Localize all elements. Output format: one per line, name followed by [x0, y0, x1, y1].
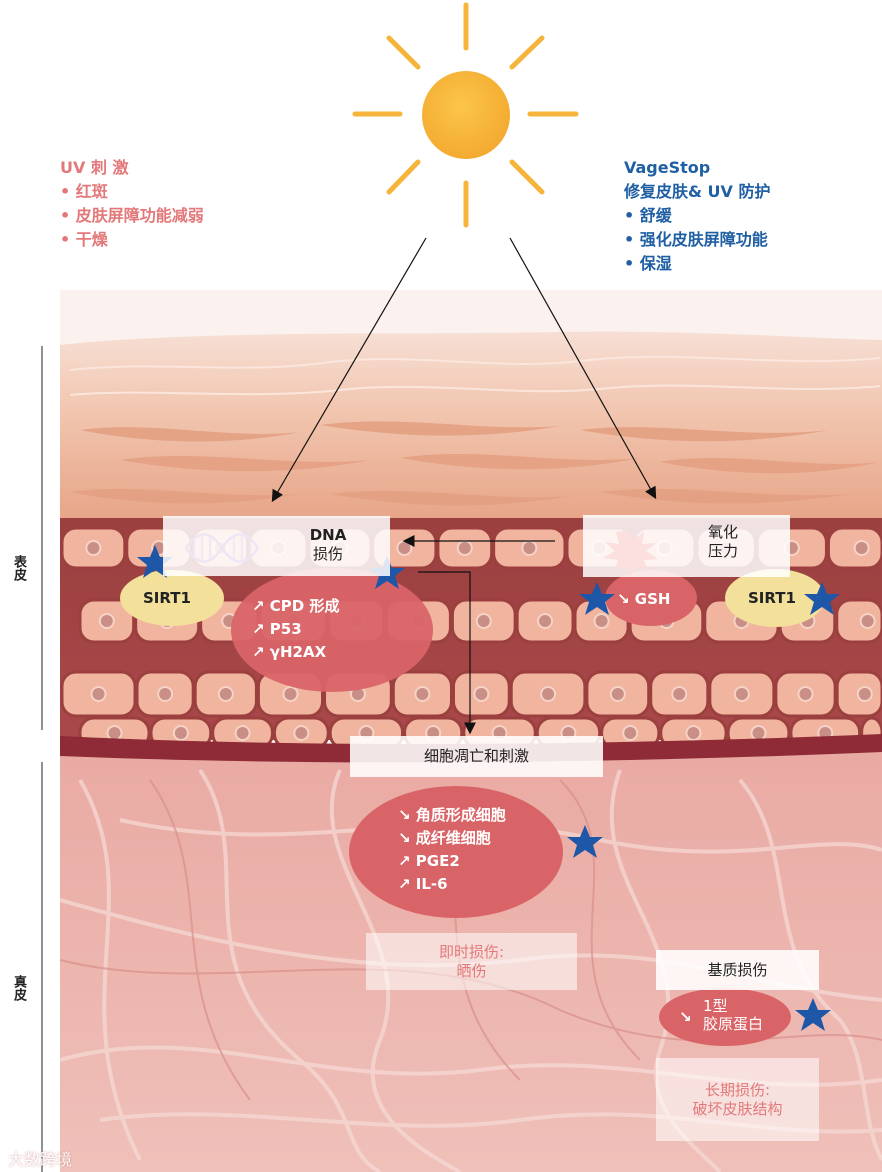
cell-nucleus — [475, 613, 492, 629]
cell-nucleus — [856, 686, 873, 702]
cell-nucleus — [217, 686, 234, 702]
cell-nucleus — [750, 725, 767, 741]
long-term-damage-box: 长期损伤: 破坏皮肤结构 — [656, 1058, 819, 1141]
star-icon — [795, 998, 831, 1031]
collagen-line2: 胶原蛋白 — [703, 1015, 764, 1033]
uv-arrow-to-oxidative — [509, 237, 657, 500]
watermark: 大数跨境 — [8, 1150, 73, 1169]
cell-nucleus — [98, 613, 115, 629]
cell-nucleus — [671, 686, 688, 702]
dna-marker-item: ↗ P53 — [252, 620, 302, 638]
matrix-damage-box: 基质损伤 — [656, 950, 819, 990]
dermis-marker-list: ↘ 角质形成细胞 ↘ 成纤维细胞 ↗ PGE2 ↗ IL-6 — [398, 804, 506, 896]
vagestop-benefit-item: • 强化皮肤屏障功能 — [624, 230, 768, 249]
dermis-marker-oval — [349, 786, 563, 918]
epidermis-label: 表皮 — [11, 555, 26, 581]
cell-nucleus — [859, 613, 876, 629]
collagen-label: 1型 胶原蛋白 — [703, 997, 763, 1033]
dermis-marker-item: ↘ 角质形成细胞 — [398, 806, 506, 824]
vagestop-title: VageStop — [624, 158, 711, 177]
dna-marker-list: ↗ CPD 形成 ↗ P53 ↗ γH2AX — [252, 595, 339, 664]
oxidative-stress-box: 氧化 压力 — [583, 515, 790, 577]
uv-arrow-to-dna — [271, 237, 427, 503]
long-term-damage-line1: 长期损伤: — [704, 1080, 771, 1099]
cell-nucleus — [414, 686, 431, 702]
sun-icon — [352, 2, 579, 228]
cell-nucleus — [537, 613, 554, 629]
uv-effect-item: • 红斑 — [60, 182, 108, 201]
oxidative-stress-line2: 压力 — [707, 542, 738, 560]
cell-nucleus — [172, 725, 189, 741]
dna-marker-oval — [231, 568, 433, 692]
cell-nucleus — [473, 686, 490, 702]
cell-nucleus — [540, 686, 557, 702]
immediate-damage-line1: 即时损伤: — [438, 942, 505, 961]
sirt1-left-label: SIRT1 — [143, 589, 191, 607]
dermis-label: 真皮 — [11, 975, 26, 1001]
cell-nucleus — [396, 540, 413, 556]
apoptosis-label: 细胞凋亡和刺激 — [423, 747, 529, 765]
star-icon — [579, 582, 615, 615]
collagen-oval — [659, 988, 791, 1046]
dna-to-apoptosis-arrow — [418, 571, 476, 735]
uv-stimulus-title: UV 刺 激 — [60, 158, 129, 177]
uv-effect-item: • 皮肤屏障功能减弱 — [60, 206, 204, 225]
cell-nucleus — [685, 725, 702, 741]
gsh-oval — [605, 570, 697, 626]
star-icon — [804, 582, 840, 615]
long-term-damage-line2: 破坏皮肤结构 — [692, 1099, 783, 1118]
cell-nucleus — [797, 686, 814, 702]
cell-nucleus — [622, 725, 639, 741]
vagestop-benefit-item: • 舒缓 — [624, 206, 672, 225]
sirt1-left-oval — [120, 570, 224, 626]
immediate-damage-box: 即时损伤: 晒伤 — [366, 933, 577, 990]
epidermal-cell — [835, 598, 882, 644]
cell-nucleus — [85, 540, 102, 556]
apoptosis-box: 细胞凋亡和刺激 — [350, 736, 603, 777]
uv-effect-item: • 干燥 — [60, 230, 108, 249]
dna-marker-item: ↗ CPD 形成 — [252, 597, 340, 615]
cell-nucleus — [106, 725, 123, 741]
vagestop-block: VageStop 修复皮肤& UV 防护 • 舒缓 • 强化皮肤屏障功能 • 保… — [624, 156, 770, 276]
star-icon — [567, 825, 603, 858]
sirt1-right-label: SIRT1 — [748, 589, 796, 607]
cell-nucleus — [293, 725, 310, 741]
collagen-arrow: ↘ — [679, 1008, 692, 1026]
gsh-label: ↘ GSH — [617, 590, 671, 608]
cell-nucleus — [282, 686, 299, 702]
cell-nucleus — [593, 613, 610, 629]
sirt1-right-oval — [725, 569, 825, 627]
cell-nucleus — [521, 540, 538, 556]
dna-marker-item: ↗ γH2AX — [252, 643, 327, 661]
cell-nucleus — [234, 725, 251, 741]
dermis-marker-item: ↗ PGE2 — [398, 852, 460, 870]
uv-stimulus-block: UV 刺 激 • 红斑 • 皮肤屏障功能减弱 • 干燥 — [60, 156, 204, 252]
vagestop-benefit-item: • 保湿 — [624, 254, 672, 273]
dna-damage-line2: 损伤 — [312, 545, 343, 563]
oxidative-stress-line1: 氧化 — [707, 523, 738, 541]
cell-nucleus — [456, 540, 473, 556]
cell-nucleus — [157, 686, 174, 702]
dna-damage-line1: DNA — [309, 526, 347, 544]
cell-nucleus — [609, 686, 626, 702]
star-markers — [137, 545, 840, 1031]
cell-nucleus — [90, 686, 107, 702]
dermis-marker-item: ↘ 成纤维细胞 — [398, 829, 491, 847]
immediate-damage-line2: 晒伤 — [456, 961, 487, 980]
stratum-corneum — [60, 331, 882, 520]
collagen-line1: 1型 — [703, 997, 728, 1015]
vagestop-subtitle: 修复皮肤& UV 防护 — [624, 182, 771, 201]
matrix-damage-label: 基质损伤 — [707, 960, 768, 979]
dermis-marker-item: ↗ IL-6 — [398, 875, 448, 893]
dna-damage-box: DNA 损伤 — [163, 516, 390, 576]
cell-nucleus — [853, 540, 870, 556]
cell-nucleus — [733, 686, 750, 702]
